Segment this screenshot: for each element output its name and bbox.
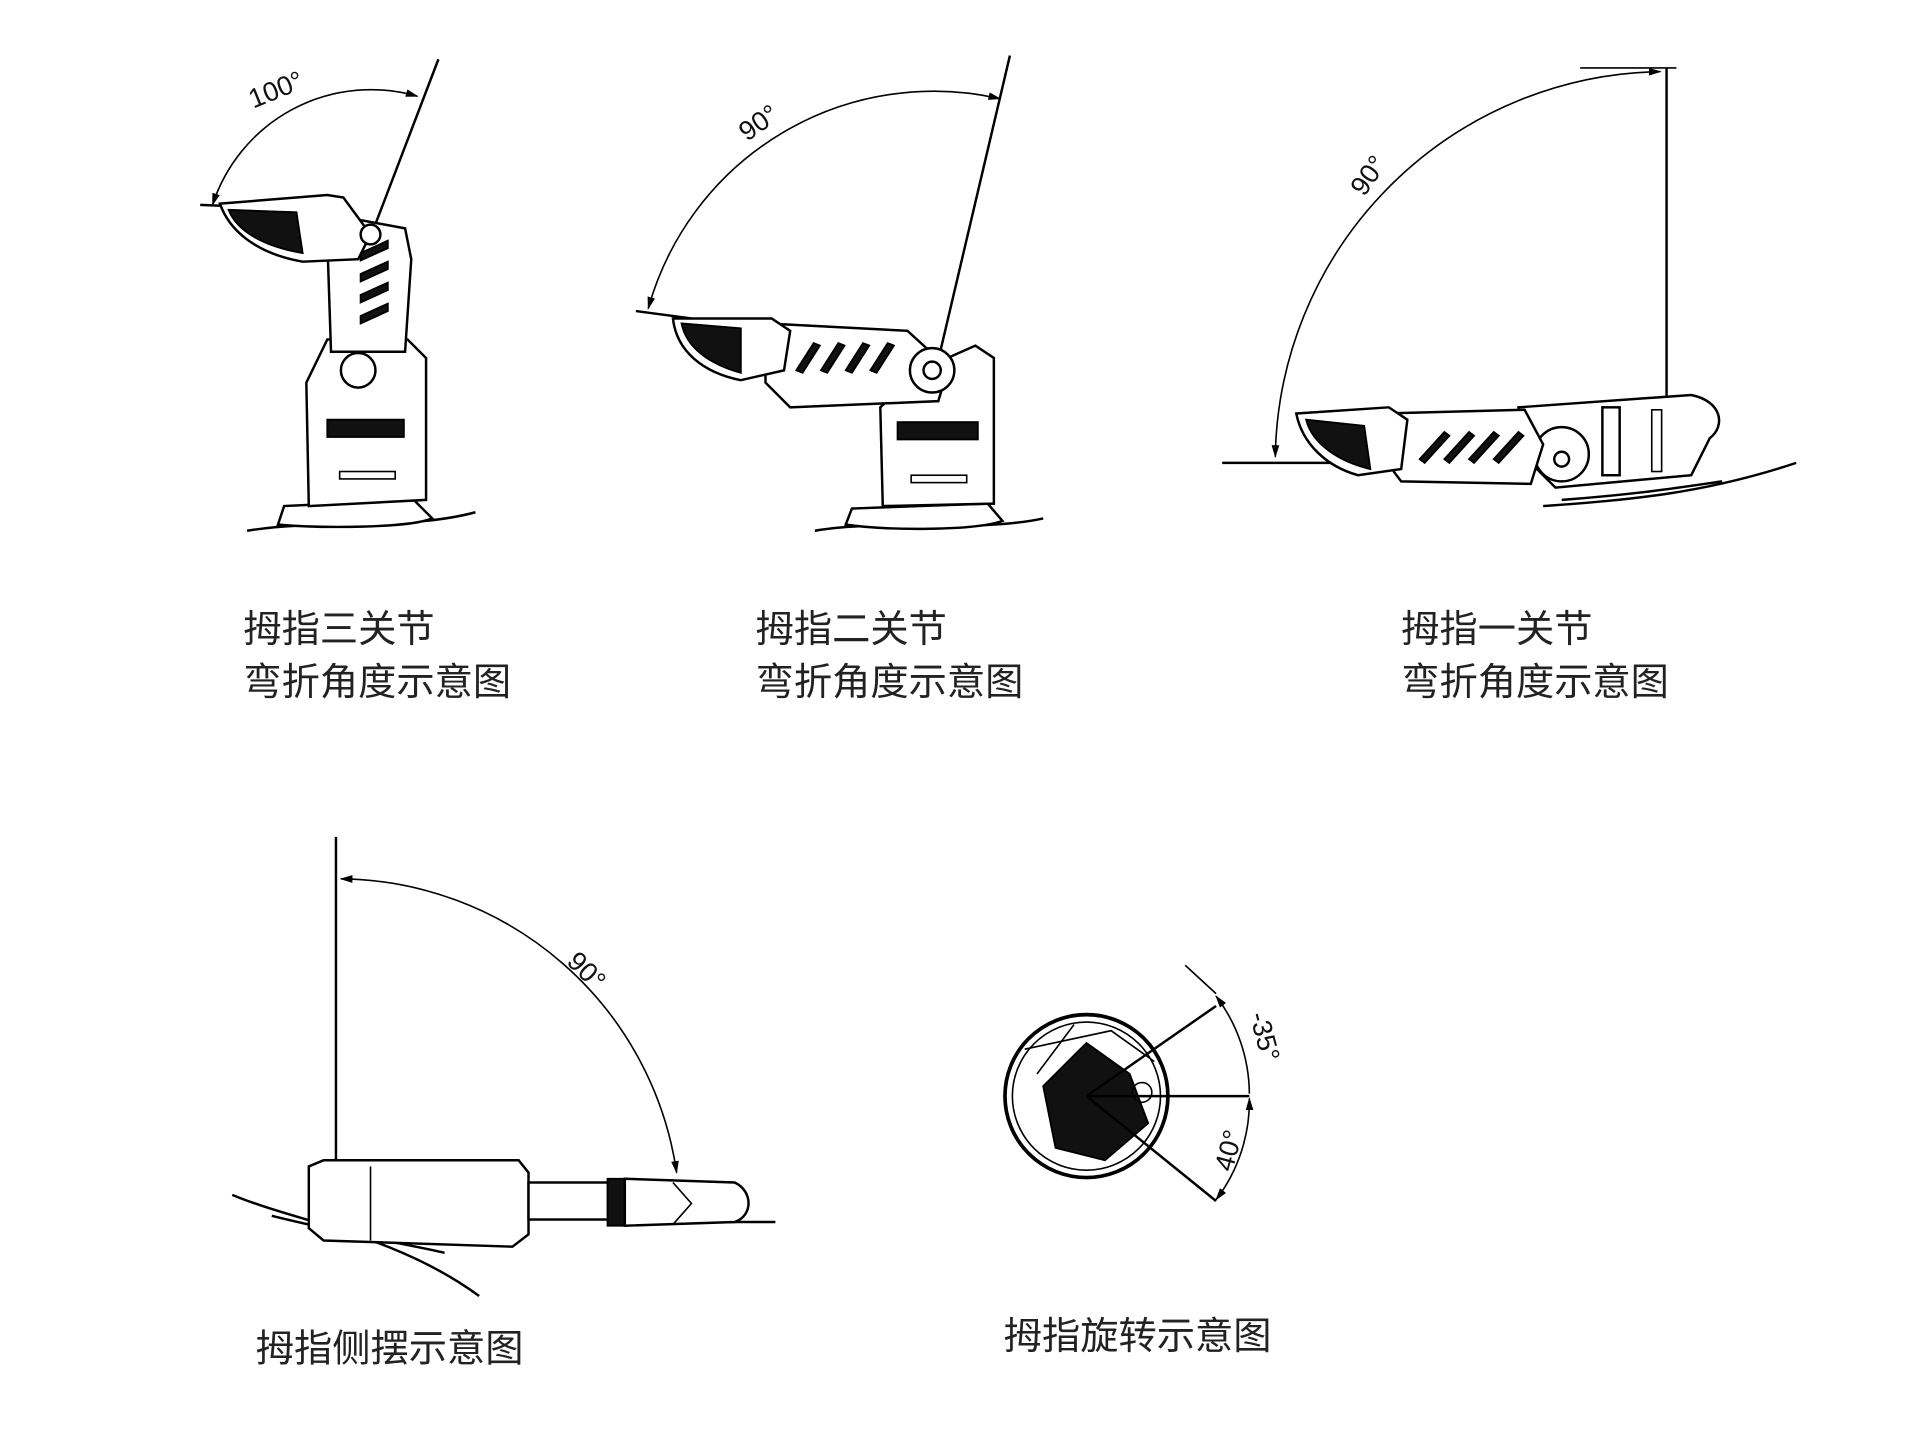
angle-arc bbox=[647, 90, 1002, 310]
caption-line1: 拇指一关节 bbox=[1401, 607, 1592, 652]
caption-line1: 拇指二关节 bbox=[756, 607, 947, 652]
caption-line1: 拇指三关节 bbox=[243, 607, 434, 652]
lower-limit-line bbox=[1085, 1095, 1217, 1202]
angle-arc bbox=[211, 88, 419, 207]
lower-angle-label: 40° bbox=[1208, 1126, 1249, 1174]
diagram-side-swing: 90° 拇指侧摆示意图 bbox=[231, 836, 776, 1371]
angle-arc bbox=[1271, 67, 1662, 458]
upper-angle-arc bbox=[1215, 995, 1251, 1094]
caption-line2: 弯折角度示意图 bbox=[756, 660, 1024, 705]
thumb-finger-drawing bbox=[1294, 393, 1797, 508]
angle-arc bbox=[339, 875, 679, 1174]
diagram-rotation: -35° 40° 拇指旋转示意图 bbox=[1003, 964, 1287, 1359]
caption-line1: 拇指侧摆示意图 bbox=[256, 1326, 524, 1371]
thumb-finger-drawing bbox=[231, 1159, 750, 1298]
upper-angle-label: -35° bbox=[1244, 1008, 1287, 1064]
caption-line2: 弯折角度示意图 bbox=[1401, 660, 1669, 705]
angle-label: 90° bbox=[561, 945, 612, 996]
caption-line2: 弯折角度示意图 bbox=[243, 660, 511, 705]
lower-angle-arc bbox=[1215, 1097, 1254, 1201]
thumb-finger-drawing bbox=[218, 193, 476, 532]
diagram-joint2-bend: 90° 拇指二关节 弯折角度示意图 bbox=[635, 55, 1044, 705]
bend-line bbox=[934, 55, 1012, 371]
angle-label: 90° bbox=[733, 98, 784, 147]
diagram-joint1-bend: 90° 拇指一关节 弯折角度示意图 bbox=[1222, 67, 1797, 705]
upper-limit-line bbox=[1085, 1004, 1217, 1098]
bend-line bbox=[369, 58, 440, 238]
angle-label: 90° bbox=[1344, 150, 1393, 201]
caption-line1: 拇指旋转示意图 bbox=[1004, 1314, 1272, 1359]
diagram-joint3-bend: 100° 拇指三关节 弯折角度示意图 bbox=[200, 58, 511, 705]
thumb-finger-drawing bbox=[671, 317, 1044, 532]
